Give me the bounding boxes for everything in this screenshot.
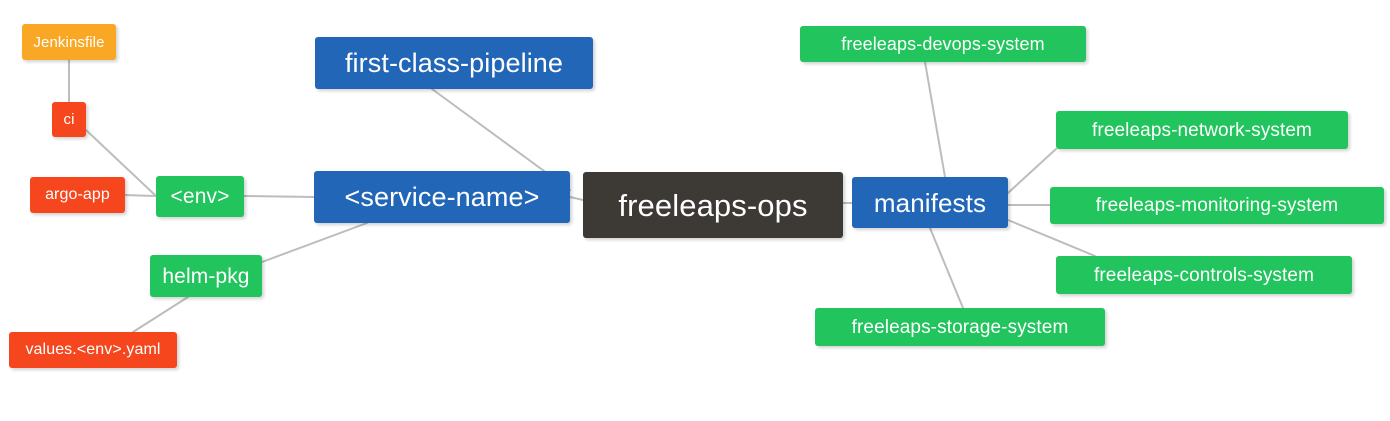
- edge-service-name-to-helm-pkg: [261, 222, 368, 263]
- node-label-values-yaml: values.<env>.yaml: [25, 341, 161, 358]
- node-freeleaps-controls-system[interactable]: freeleaps-controls-system: [1056, 256, 1352, 294]
- node-freeleaps-monitoring-system[interactable]: freeleaps-monitoring-system: [1050, 187, 1384, 224]
- node-helm-pkg[interactable]: helm-pkg: [150, 255, 262, 297]
- node-jenkinsfile[interactable]: Jenkinsfile: [22, 24, 116, 60]
- node-label-service-name: <service-name>: [344, 181, 540, 212]
- node-service-name[interactable]: <service-name>: [314, 171, 570, 223]
- node-freeleaps-network-system[interactable]: freeleaps-network-system: [1056, 111, 1348, 149]
- node-label-env: <env>: [170, 185, 230, 208]
- edge-helm-pkg-to-values-yaml: [132, 296, 189, 333]
- node-label-argo-app: argo-app: [45, 186, 110, 203]
- node-freeleaps-storage-system[interactable]: freeleaps-storage-system: [815, 308, 1105, 346]
- node-label-freeleaps-storage-system: freeleaps-storage-system: [851, 316, 1069, 338]
- node-label-freeleaps-devops-system: freeleaps-devops-system: [841, 34, 1045, 54]
- node-values-yaml[interactable]: values.<env>.yaml: [9, 332, 177, 368]
- edge-env-to-service-name: [243, 195, 315, 198]
- node-label-freeleaps-ops: freeleaps-ops: [618, 187, 808, 223]
- node-label-helm-pkg: helm-pkg: [162, 264, 250, 288]
- node-label-freeleaps-controls-system: freeleaps-controls-system: [1093, 264, 1315, 286]
- node-first-class-pipeline[interactable]: first-class-pipeline: [315, 37, 593, 89]
- edge-manifests-to-freeleaps-devops-system: [924, 61, 946, 178]
- node-freeleaps-devops-system[interactable]: freeleaps-devops-system: [800, 26, 1086, 62]
- edge-manifests-to-freeleaps-storage-system: [929, 227, 964, 309]
- node-label-first-class-pipeline: first-class-pipeline: [344, 47, 564, 78]
- edge-manifests-to-freeleaps-network-system: [1007, 148, 1057, 194]
- node-env[interactable]: <env>: [156, 176, 244, 217]
- node-label-manifests: manifests: [873, 187, 987, 218]
- node-freeleaps-ops[interactable]: freeleaps-ops: [583, 172, 843, 238]
- edge-manifests-to-freeleaps-controls-system: [1007, 219, 1096, 257]
- edge-service-name-to-freeleaps-ops: [569, 196, 584, 201]
- node-label-ci: ci: [63, 111, 75, 128]
- node-label-freeleaps-network-system: freeleaps-network-system: [1092, 119, 1312, 141]
- node-label-jenkinsfile: Jenkinsfile: [33, 33, 105, 51]
- edge-argo-app-to-env: [124, 194, 157, 197]
- node-argo-app[interactable]: argo-app: [30, 177, 125, 213]
- node-label-freeleaps-monitoring-system: freeleaps-monitoring-system: [1095, 195, 1339, 216]
- node-manifests[interactable]: manifests: [852, 177, 1008, 228]
- node-ci[interactable]: ci: [52, 102, 86, 137]
